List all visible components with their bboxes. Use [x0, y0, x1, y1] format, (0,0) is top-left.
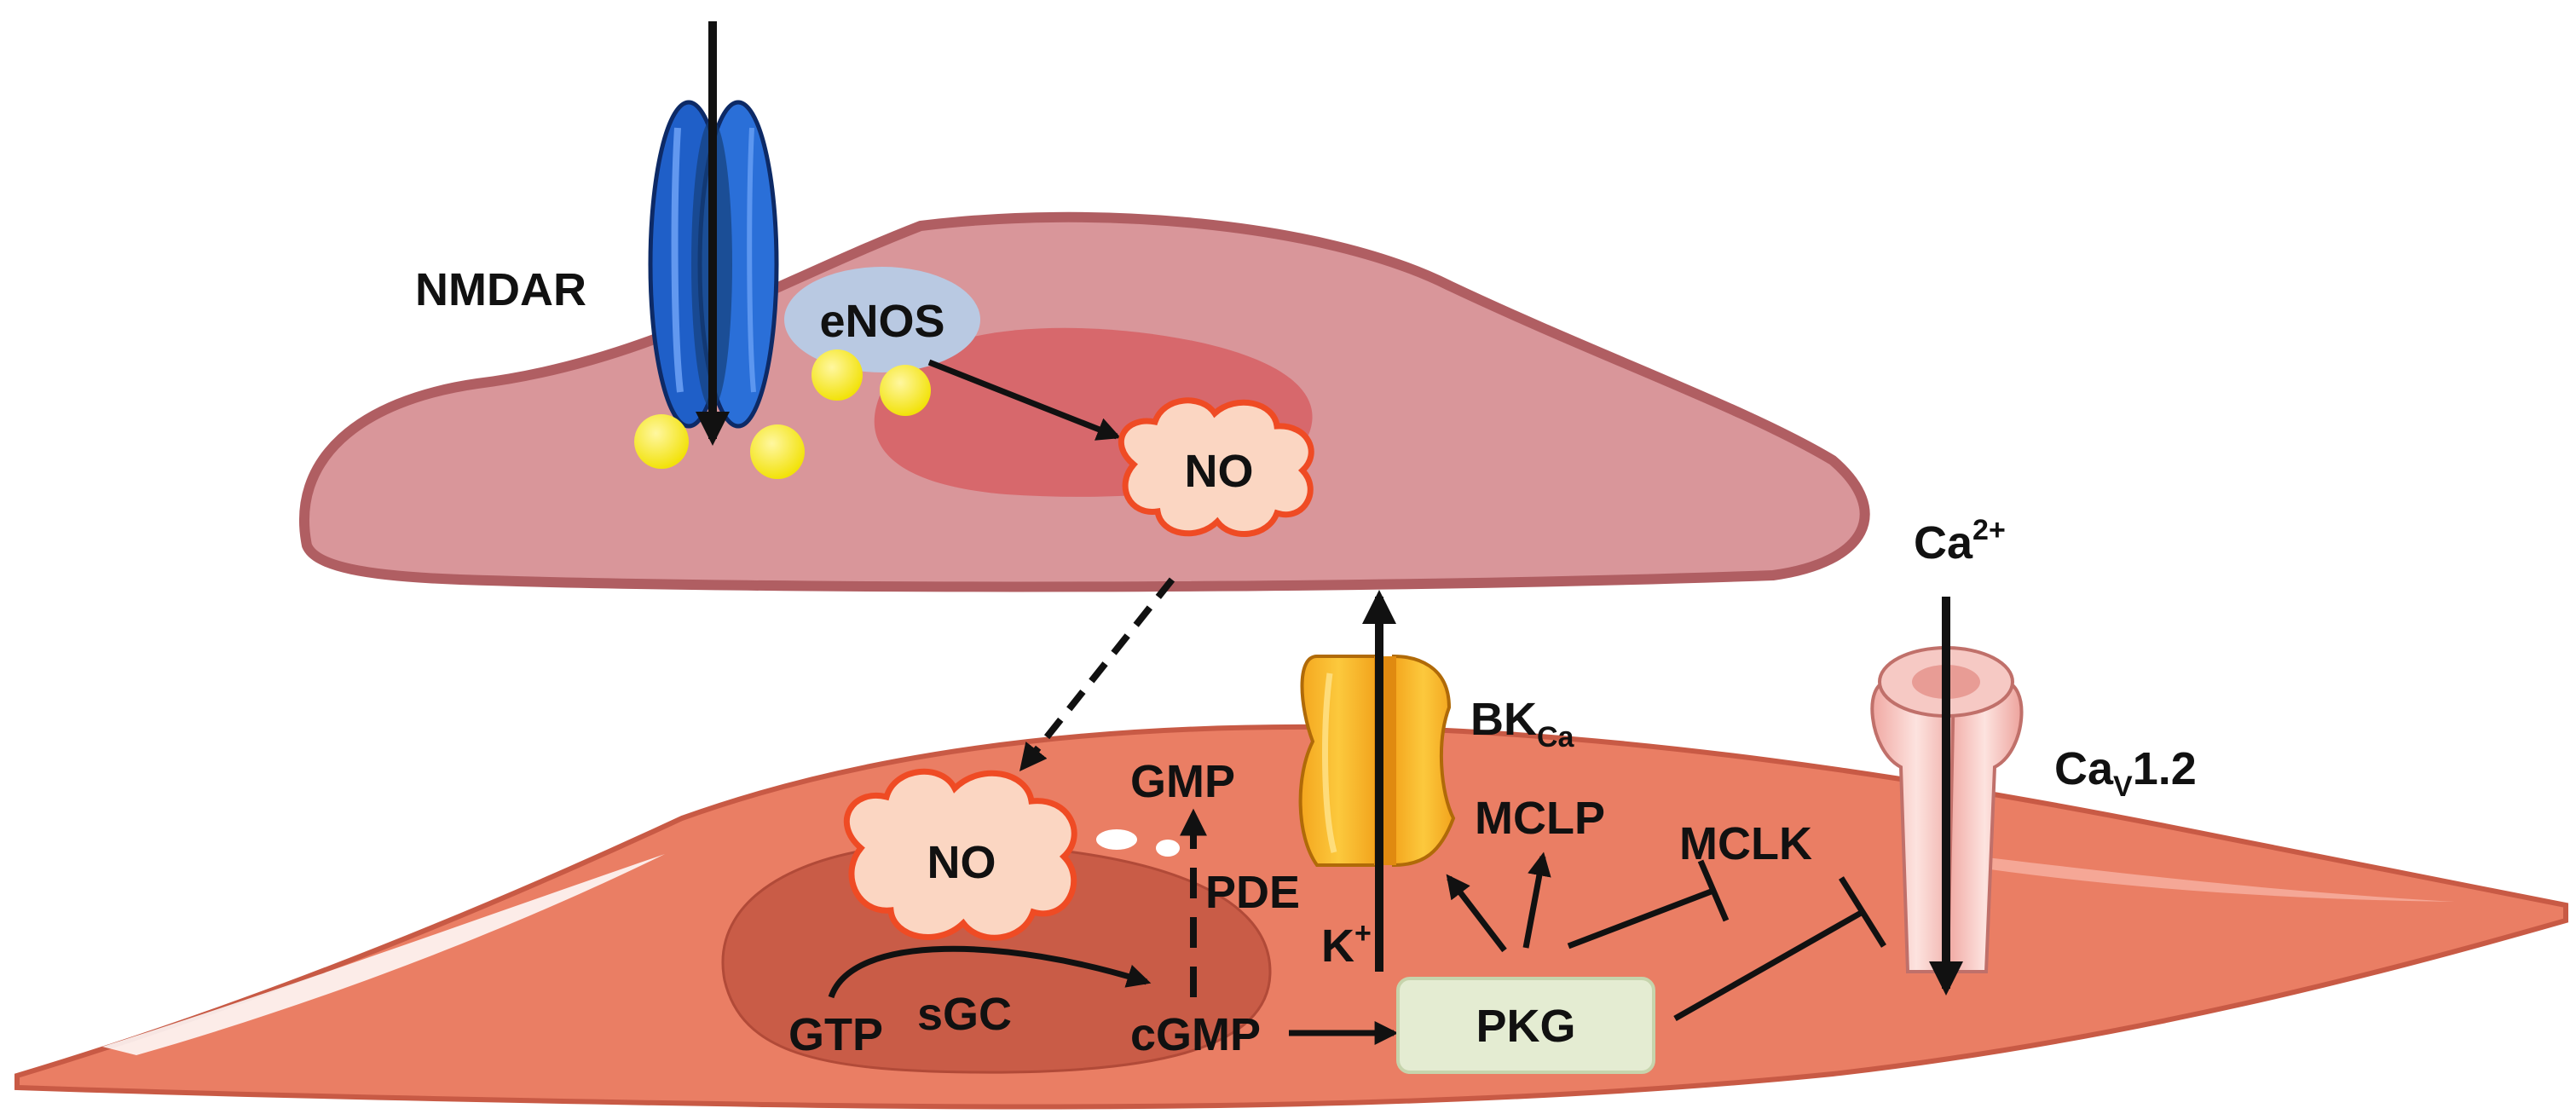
ion-channel-icon — [648, 100, 779, 429]
gtp-label: GTP — [788, 1009, 883, 1060]
dot-icon — [750, 424, 805, 479]
bkca-channel — [1298, 590, 1456, 972]
pkg-to-bkca-arrow — [1446, 874, 1507, 953]
cav12-label-main: Ca — [2054, 743, 2114, 794]
dot-icon — [634, 414, 689, 469]
bkca-label: BKCa — [1470, 694, 1575, 753]
ca-label: Ca2+ — [1914, 514, 2006, 569]
bkca-label-sub: Ca — [1537, 721, 1575, 753]
mclp-label: MCLP — [1475, 793, 1605, 844]
cav12-label: CaV1.2 — [2054, 743, 2197, 803]
nucleus-vesicle — [1096, 829, 1137, 850]
smooth-muscle-highlight — [102, 854, 665, 1055]
cgmp-label: cGMP — [1130, 1009, 1261, 1060]
nmdar-label: NMDAR — [415, 264, 586, 315]
nucleus-vesicle — [1156, 840, 1180, 857]
ca-label-main: Ca — [1914, 517, 1973, 569]
pkg-inhibits-cav — [1673, 876, 1886, 1022]
no-cloud-smooth-muscle: NO — [843, 768, 1077, 941]
k-label-main: K — [1321, 921, 1354, 972]
pkg-inhibits-mclk — [1567, 859, 1730, 949]
cloud-icon — [1118, 397, 1314, 537]
dot-icon — [880, 365, 931, 416]
pkg-box — [1396, 977, 1655, 1074]
enos-blob — [784, 267, 980, 372]
ion-channel-icon — [1298, 654, 1456, 868]
gmp-label: GMP — [1130, 756, 1235, 807]
gtp-to-cgmp-arrow — [828, 945, 1152, 999]
ca-label-sup: 2+ — [1972, 514, 2006, 546]
enos-label: eNOS — [819, 296, 944, 347]
pkg-label: PKG — [1476, 1001, 1575, 1052]
k-label: K+ — [1321, 917, 1372, 972]
k-label-sup: + — [1354, 917, 1372, 949]
pde-label: PDE — [1205, 867, 1300, 918]
cav12-label-rest: 1.2 — [2133, 743, 2197, 794]
bkca-label-main: BK — [1470, 694, 1537, 745]
no-label-endothelial: NO — [1185, 446, 1254, 497]
cloud-icon — [843, 768, 1077, 941]
no-label-smooth-muscle: NO — [927, 837, 996, 888]
sgc-label: sGC — [917, 989, 1012, 1040]
no-cloud-endothelial: NO — [1118, 397, 1314, 537]
cav12-channel — [1870, 597, 2024, 996]
cav12-label-sub: V — [2113, 771, 2133, 803]
ion-channel-icon — [1870, 646, 2024, 973]
no-diffusion-arrow — [1019, 577, 1175, 772]
pkg-to-mclp-arrow — [1522, 851, 1551, 949]
enos-to-no-arrow — [927, 359, 1122, 441]
nmdar-channel — [648, 21, 779, 446]
dot-icon — [811, 349, 863, 401]
calcium-ions — [634, 349, 931, 479]
